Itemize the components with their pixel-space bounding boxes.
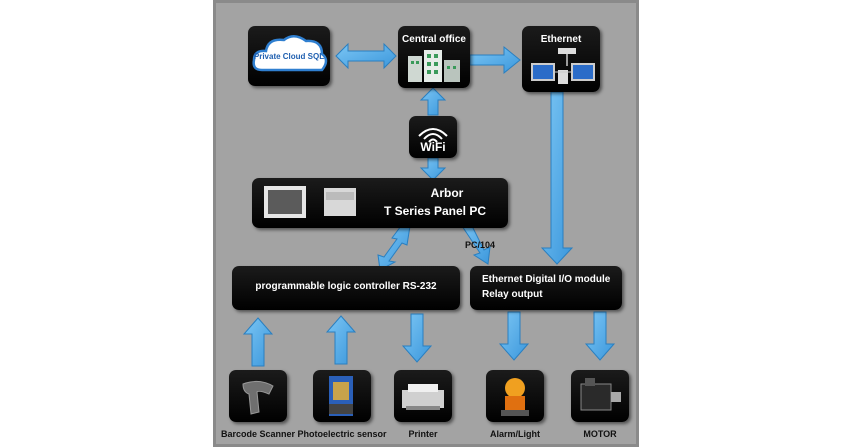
printer-label: Printer [408, 429, 438, 439]
panel-pc-title: Arbor [430, 186, 464, 200]
wifi-icon [418, 128, 448, 143]
arrow-photo-plc [325, 315, 357, 365]
photo-sensor-icon [329, 376, 353, 416]
wifi-node: WiFi [409, 116, 457, 158]
wifi-label: WiFi [420, 140, 446, 154]
motor-node [571, 370, 629, 422]
barcode-scanner-node [229, 370, 287, 422]
arrow-io-motor [584, 311, 616, 361]
photo-sensor-node [313, 370, 371, 422]
motor-label: MOTOR [583, 429, 617, 439]
panel-pc-icon [264, 186, 356, 218]
plc-node: programmable logic controller RS-232 [232, 266, 460, 310]
plc-label: programmable logic controller RS-232 [255, 281, 437, 292]
arrow-wifi-central [419, 87, 447, 116]
central-office-node: Central office [398, 26, 470, 88]
network-icon [531, 48, 595, 84]
motor-icon [580, 378, 621, 411]
arrow-central-ethernet [469, 45, 521, 75]
pc104-label: PC/104 [465, 240, 496, 250]
printer-node [394, 370, 452, 422]
printer-icon [402, 384, 444, 410]
central-office-label: Central office [402, 34, 466, 45]
io-module-line2: Relay output [482, 289, 543, 300]
cloud-icon [252, 35, 328, 72]
alarm-light-node [486, 370, 544, 422]
io-module-node: Ethernet Digital I/O module Relay output [470, 266, 622, 310]
cloud-label: Private Cloud SQL [253, 52, 325, 61]
arrow-io-alarm [498, 311, 530, 361]
ethernet-label: Ethernet [540, 34, 582, 45]
barcode-scanner-label: Barcode Scanner [220, 429, 296, 439]
panel-pc-node: Arbor T Series Panel PC [252, 178, 508, 228]
arrow-ethernet-io [540, 91, 574, 265]
arrow-cloud-central [335, 42, 397, 70]
arrow-wifi-arbor [419, 157, 447, 181]
panel-pc-subtitle: T Series Panel PC [383, 204, 487, 218]
alarm-light-icon [501, 378, 529, 416]
arrow-plc-printer [401, 313, 433, 363]
alarm-light-label: Alarm/Light [489, 429, 540, 439]
photo-sensor-label: Photoelectric sensor [297, 429, 387, 439]
building-icon [408, 50, 460, 82]
ethernet-node: Ethernet [522, 26, 600, 92]
arrow-barcode-plc [242, 317, 274, 367]
cloud-sql-node: Private Cloud SQL [248, 26, 330, 86]
barcode-scanner-icon [242, 380, 274, 415]
io-module-line1: Ethernet Digital I/O module [482, 274, 611, 285]
arrow-arbor-plc [377, 221, 411, 271]
